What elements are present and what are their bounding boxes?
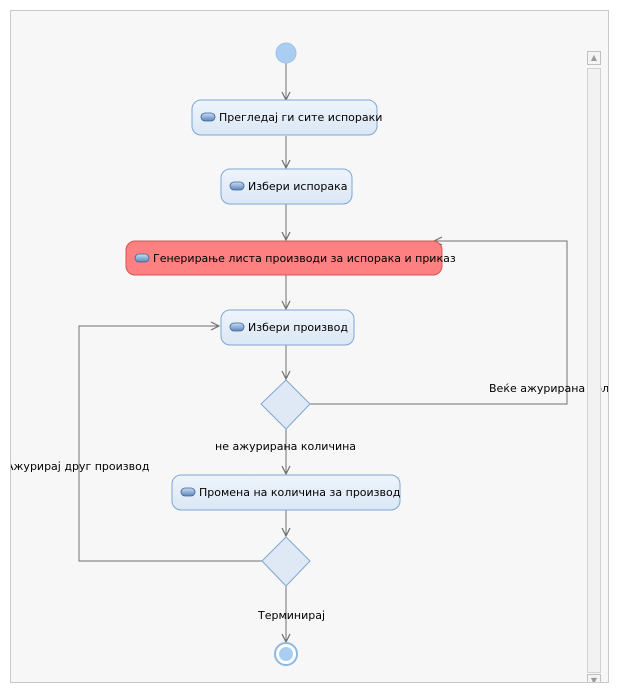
edge-decision2-loop-to-select-product — [78, 326, 262, 562]
action-label: Генерирање листа производи за испорака и… — [153, 252, 456, 265]
edge-label-already-updated: Веќе ажурирана количи — [489, 382, 609, 395]
edges — [78, 63, 568, 642]
action-label: Прегледај ги сите испораки — [219, 111, 382, 124]
action-label: Избери испорака — [248, 180, 347, 193]
scrollbar-track[interactable] — [587, 68, 601, 673]
action-icon — [229, 322, 245, 332]
decision-node-continue[interactable] — [261, 536, 311, 587]
action-select-product[interactable]: Избери производ — [220, 309, 355, 346]
action-icon — [229, 181, 245, 191]
edge-decision1-loop-to-generate — [310, 241, 568, 405]
edge-label-terminate: Терминирај — [257, 609, 325, 622]
action-change-quantity[interactable]: Промена на количина за производ — [171, 474, 401, 511]
action-label: Промена на количина за производ — [199, 486, 401, 499]
action-icon — [180, 487, 196, 497]
decision-node-quantity[interactable] — [260, 379, 311, 430]
edge-label-not-updated: не ажурирана количина — [215, 440, 356, 453]
edge-label-update-other: Ажурирај друг производ — [11, 460, 150, 473]
action-generate-product-list[interactable]: Генерирање листа производи за испорака и… — [125, 240, 456, 276]
scroll-up-arrow-icon[interactable]: ▲ — [587, 51, 601, 65]
initial-node[interactable] — [275, 42, 297, 64]
activity-diagram: Прегледај ги сите испораки Избери испора… — [11, 42, 609, 666]
action-icon — [200, 112, 216, 122]
vertical-scrollbar[interactable]: ▲ ▼ — [587, 51, 601, 682]
final-node[interactable] — [274, 642, 298, 666]
diagram-canvas: Прегледај ги сите испораки Избери испора… — [10, 10, 609, 683]
action-label: Избери производ — [248, 321, 348, 334]
scroll-down-arrow-icon[interactable]: ▼ — [587, 674, 601, 682]
action-select-delivery[interactable]: Избери испорака — [220, 168, 353, 205]
action-icon — [134, 253, 150, 263]
action-review-deliveries[interactable]: Прегледај ги сите испораки — [191, 99, 382, 136]
